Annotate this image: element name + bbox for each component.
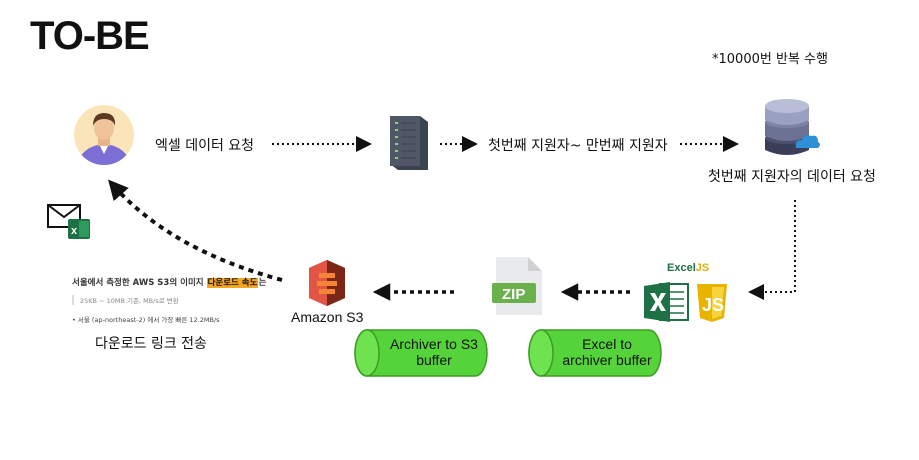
amazon-s3-icon [305,258,349,308]
download-link-label: 다운로드 링크 전송 [95,336,207,352]
javascript-icon: JS [695,282,729,324]
zip-file-icon [492,255,544,317]
exceljs-label: ExcelJS [667,262,709,274]
db-request-label: 첫번째 지원자의 데이터 요청 [708,169,876,185]
excel-buffer-label: Excel to archiver buffer [548,336,666,368]
exceljs-prefix: Excel [667,262,696,274]
excel-buffer-line1: Excel to [582,336,632,352]
page-title: TO-BE [30,14,150,58]
download-speed-snippet: 서울에서 측정한 AWS S3의 이미지 다운로드 속도는 25KB ~ 10M… [72,276,282,336]
arrow-db-to-exceljs [748,200,796,300]
archiver-buffer-line2: buffer [416,352,452,368]
user-avatar-icon [73,104,135,166]
snippet-line-2: 25KB ~ 10MB 기준, MB/s로 변환 [72,295,282,305]
excel-buffer-line2: archiver buffer [562,352,652,368]
snippet-highlight: 다운로드 속도 [206,278,259,288]
archiver-buffer-cylinder [353,328,489,378]
svg-text:JS: JS [702,295,724,315]
excel-request-label: 엑셀 데이터 요청 [155,138,255,154]
database-cloud-icon [760,96,820,160]
excel-buffer-cylinder [527,328,663,378]
email-excel-icon: x [46,203,94,241]
snippet-line-1-suffix: 는 [258,278,267,288]
amazon-s3-label: Amazon S3 [291,309,364,325]
snippet-line-3: • 서울 (ap-northeast-2) 에서 가장 빠른 12.2MB/s [72,316,220,324]
svg-text:x: x [71,225,78,237]
server-icon [386,112,430,174]
arrow-s3-to-user [108,179,283,282]
repeat-note: *10000번 반복 수행 [712,52,828,67]
zip-label: ZIP [502,286,526,303]
excel-icon [642,280,690,324]
archiver-buffer-label: Archiver to S3 buffer [376,336,492,368]
snippet-line-1: 서울에서 측정한 AWS S3의 이미지 다운로드 속도는 [72,276,282,288]
exceljs-suffix: JS [695,262,710,274]
applicant-range-label: 첫번째 지원자~ 만번째 지원자 [488,138,668,154]
snippet-line-1-text: 서울에서 측정한 AWS S3의 이미지 [72,278,204,288]
archiver-buffer-line1: Archiver to S3 [390,336,478,352]
